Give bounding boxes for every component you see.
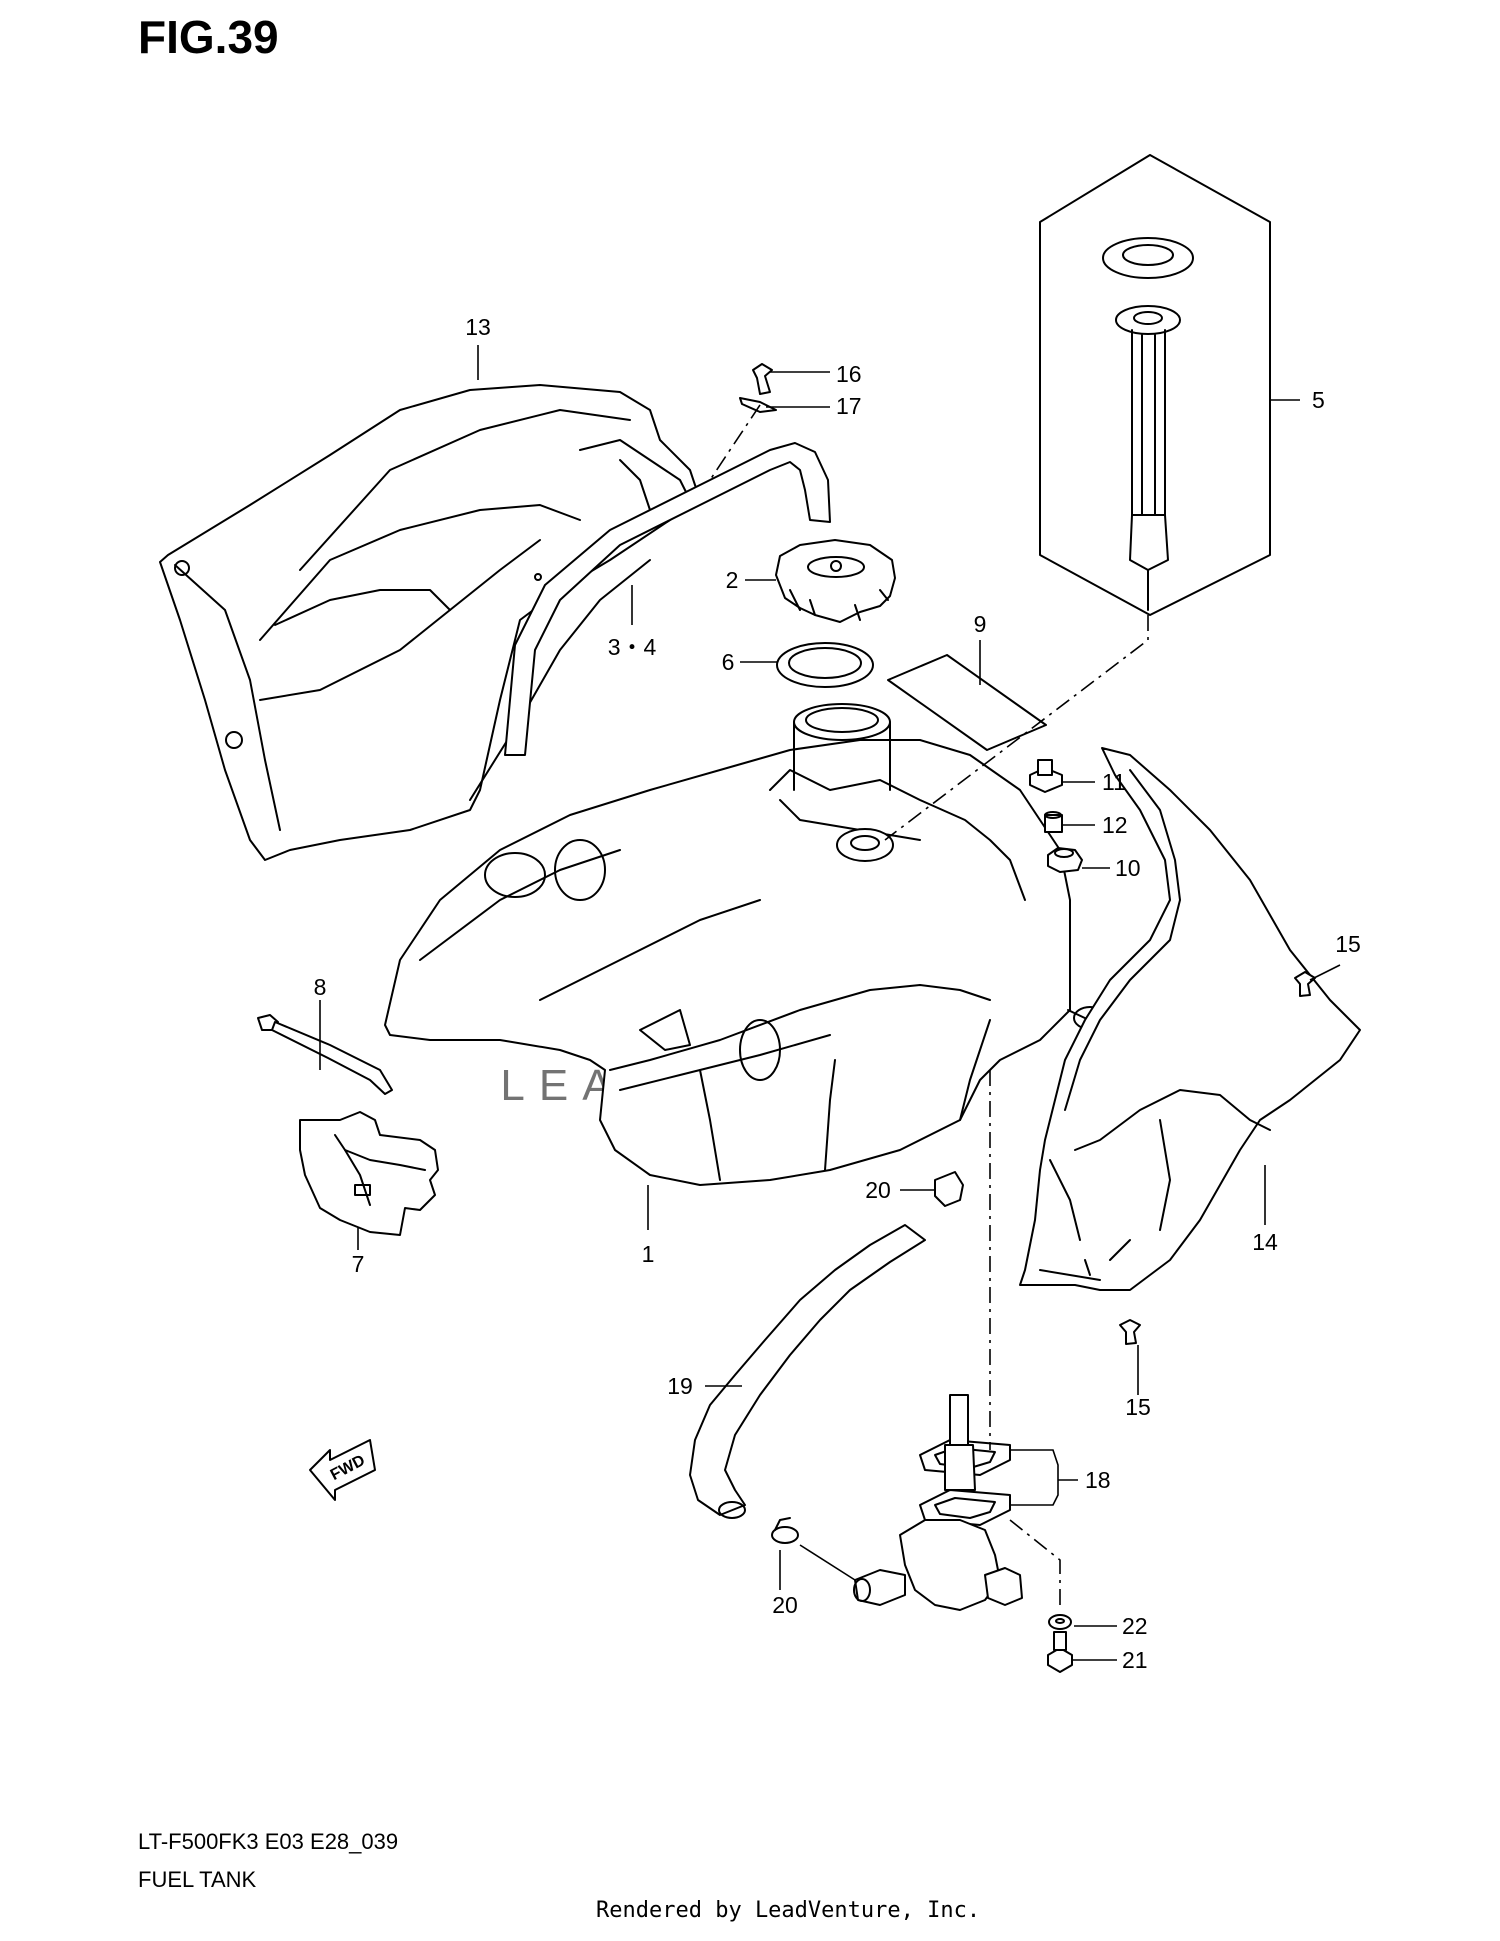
figure-title: FIG.39: [138, 11, 279, 63]
part-9-label[interactable]: [887, 654, 1047, 751]
callout-6: 6: [722, 649, 735, 675]
part-11-bolt[interactable]: [1029, 759, 1063, 793]
callout-12: 12: [1102, 812, 1128, 838]
part-3-4-vent-hose[interactable]: [504, 442, 831, 756]
callout-18: 18: [1085, 1467, 1111, 1493]
callout-20-lower: 20: [772, 1592, 798, 1618]
part-14-right-side-cover[interactable]: [1019, 747, 1361, 1291]
part-10-cushion[interactable]: [1047, 847, 1083, 873]
callout-7: 7: [352, 1251, 365, 1277]
part-5-fuel-level-gauge-kit[interactable]: [1039, 154, 1271, 616]
callout-21: 21: [1122, 1647, 1148, 1673]
part-22-washer[interactable]: [1048, 1614, 1072, 1630]
callout-3-4: 3・4: [608, 634, 657, 660]
callout-10: 10: [1115, 855, 1141, 881]
part-17-clip[interactable]: [739, 397, 777, 413]
part-1-fuel-tank[interactable]: [384, 703, 1111, 1186]
part-20-clamp-upper[interactable]: [934, 1171, 964, 1207]
callout-13: 13: [465, 314, 491, 340]
part-20-clamp-lower[interactable]: [771, 1517, 799, 1544]
part-13-left-side-cover[interactable]: [159, 384, 701, 861]
callout-15-lower: 15: [1125, 1394, 1151, 1420]
callout-15-upper: 15: [1335, 931, 1361, 957]
part-12-collar[interactable]: [1044, 811, 1063, 833]
callout-14: 14: [1252, 1229, 1278, 1255]
part-15-rivet-upper[interactable]: [1294, 971, 1316, 997]
fwd-direction-arrow: FWD: [309, 1439, 376, 1501]
leader-lines: [319, 345, 1341, 1661]
part-21-bolt[interactable]: [1047, 1631, 1073, 1673]
callout-22: 22: [1122, 1613, 1148, 1639]
callout-11: 11: [1102, 769, 1126, 795]
callout-9: 9: [974, 611, 987, 637]
callout-8: 8: [314, 974, 327, 1000]
callout-16: 16: [836, 361, 862, 387]
part-2-fuel-cap[interactable]: [775, 539, 896, 623]
model-code: LT-F500FK3 E03 E28_039: [138, 1829, 399, 1854]
part-7-bracket[interactable]: [299, 1111, 439, 1236]
callout-5: 5: [1312, 387, 1325, 413]
callout-19: 19: [667, 1373, 693, 1399]
render-credit: Rendered by LeadVenture, Inc.: [596, 1898, 981, 1923]
callout-labels: 13 3・4 2 6 9 5 16 17 11 12 10 15 14 15 8…: [314, 314, 1361, 1673]
figure-name: FUEL TANK: [138, 1867, 257, 1892]
part-15-rivet-lower[interactable]: [1119, 1319, 1141, 1345]
part-6-gasket[interactable]: [776, 642, 874, 688]
callout-1: 1: [642, 1241, 655, 1267]
callout-20-upper: 20: [865, 1177, 891, 1203]
part-8-cable-tie[interactable]: [257, 1014, 393, 1095]
callout-2: 2: [726, 567, 739, 593]
part-19-fuel-hose[interactable]: [689, 1224, 926, 1519]
callout-17: 17: [836, 393, 862, 419]
fuel-cock-valve[interactable]: [853, 1394, 1023, 1611]
part-16-clamp-pin[interactable]: [752, 363, 773, 395]
